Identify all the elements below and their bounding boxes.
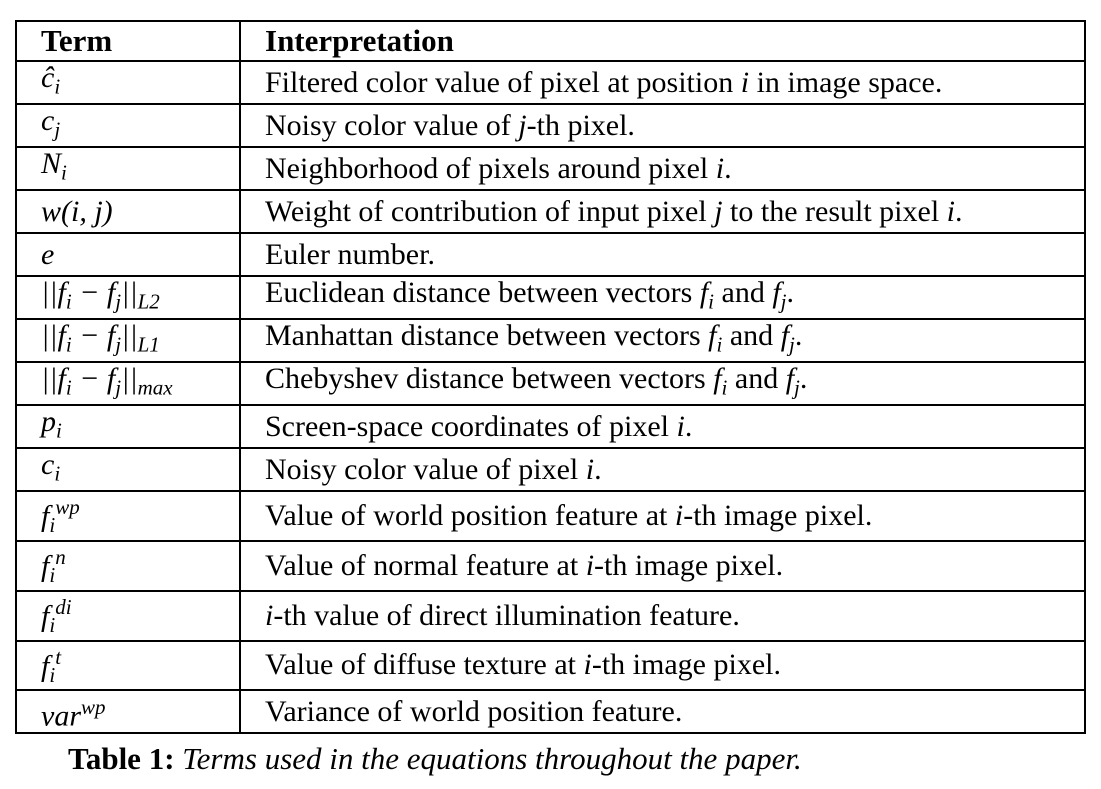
interpretation-cell: Neighborhood of pixels around pixel i. — [239, 146, 1086, 191]
header-interpretation: Interpretation — [239, 20, 1086, 62]
interpretation-cell: Noisy color value of pixel i. — [239, 447, 1086, 492]
term-cell: fiwp — [15, 490, 241, 542]
term-cell: ĉi — [15, 60, 241, 105]
caption-label: Table 1: — [68, 741, 175, 776]
term-cell: w(i, j) — [15, 189, 241, 234]
term-cell: fidi — [15, 589, 241, 642]
term-cell: ||fi − fj||L2 — [15, 275, 241, 320]
interpretation-cell: Manhattan distance between vectors fi an… — [239, 318, 1086, 363]
header-row: Term Interpretation — [15, 20, 1086, 62]
term-cell: ||fi − fj||L1 — [15, 318, 241, 363]
term-cell: cj — [15, 103, 241, 148]
interpretation-cell: Value of normal feature at i-th image pi… — [239, 539, 1086, 592]
term-cell: varwp — [15, 689, 241, 735]
interpretation-cell: Noisy color value of j-th pixel. — [239, 103, 1086, 148]
term-cell: fin — [15, 539, 241, 592]
caption-text: Terms used in the equations throughout t… — [182, 741, 802, 776]
interpretation-cell: Filtered color value of pixel at positio… — [239, 60, 1086, 105]
table-caption: Table 1: Terms used in the equations thr… — [68, 741, 802, 777]
term-cell: ||fi − fj||max — [15, 361, 241, 406]
term-cell: e — [15, 232, 241, 277]
term-cell: fit — [15, 639, 241, 692]
table-row: w(i, j)Weight of contribution of input p… — [15, 189, 1086, 234]
interpretation-cell: Value of diffuse texture at i-th image p… — [239, 639, 1086, 692]
term-cell: pi — [15, 404, 241, 449]
term-cell: ci — [15, 447, 241, 492]
term-cell: Ni — [15, 146, 241, 191]
interpretation-cell: Euclidean distance between vectors fi an… — [239, 275, 1086, 320]
interpretation-cell: Value of world position feature at i-th … — [239, 490, 1086, 542]
interpretation-cell: i-th value of direct illumination featur… — [239, 589, 1086, 642]
interpretation-cell: Variance of world position feature. — [239, 689, 1086, 735]
interpretation-cell: Chebyshev distance between vectors fi an… — [239, 361, 1086, 406]
interpretation-cell: Euler number. — [239, 232, 1086, 277]
interpretation-cell: Weight of contribution of input pixel j … — [239, 189, 1086, 234]
interpretation-cell: Screen-space coordinates of pixel i. — [239, 404, 1086, 449]
header-term: Term — [15, 20, 241, 62]
